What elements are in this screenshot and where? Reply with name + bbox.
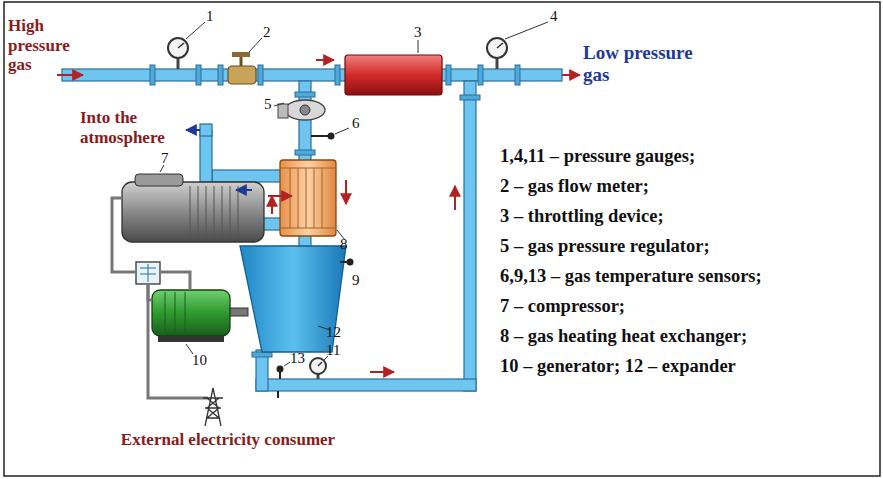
callout-number: 11 xyxy=(326,342,340,359)
flow-label: Low pressure gas xyxy=(583,42,707,86)
key-entry: 3 – throttling device; xyxy=(500,206,880,227)
key-entry: 1,4,11 – pressure gauges; xyxy=(500,146,880,167)
key-entry: 8 – gas heating heat exchanger; xyxy=(500,326,880,347)
callout-number: 4 xyxy=(550,8,558,25)
key-entry: 5 – gas pressure regulator; xyxy=(500,236,880,257)
callout-number: 9 xyxy=(352,272,360,289)
key-entry: 2 – gas flow meter; xyxy=(500,176,880,197)
callout-number: 2 xyxy=(263,24,271,41)
callout-number: 7 xyxy=(161,150,169,167)
key-entry: 7 – compressor; xyxy=(500,296,880,317)
callout-number: 12 xyxy=(326,324,341,341)
callout-number: 1 xyxy=(206,8,214,25)
flow-label: Into the atmosphere xyxy=(80,108,184,147)
callout-number: 10 xyxy=(192,352,207,369)
callout-number: 13 xyxy=(290,350,305,367)
key-entry: 10 – generator; 12 – expander xyxy=(500,356,880,377)
callout-number: 6 xyxy=(352,115,360,132)
callout-number: 8 xyxy=(340,236,348,253)
key-entry: 6,9,13 – gas temperature sensors; xyxy=(500,266,880,287)
flow-label: High pressure gas xyxy=(8,16,72,75)
callout-number: 5 xyxy=(264,96,272,113)
callout-number: 3 xyxy=(414,24,422,41)
flow-label: External electricity consumer xyxy=(118,430,338,450)
